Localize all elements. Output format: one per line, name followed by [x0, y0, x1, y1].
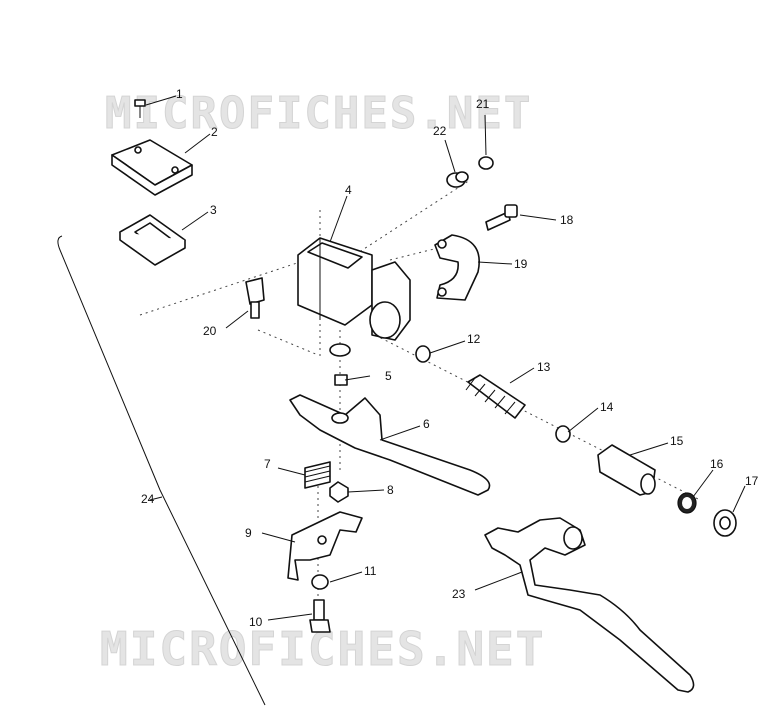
callout-17: 17 — [745, 474, 759, 488]
part-1-screw — [134, 99, 146, 118]
callout-18: 18 — [560, 213, 574, 227]
part-11-nut — [311, 574, 329, 590]
callout-5: 5 — [385, 369, 392, 383]
callout-3: 3 — [210, 203, 217, 217]
watermark-top: MICROFICHES.NET — [105, 88, 532, 139]
leader-lines — [145, 95, 746, 621]
assembly-bracket-24 — [57, 235, 266, 706]
callout-6: 6 — [423, 417, 430, 431]
callout-4: 4 — [345, 183, 352, 197]
part-19-clamp — [434, 234, 480, 301]
part-22-bleeder — [446, 171, 469, 188]
part-14-washer — [555, 425, 571, 443]
part-2-reservoir-cover — [111, 139, 193, 196]
callout-11: 11 — [364, 564, 377, 578]
part-13-spring — [465, 374, 526, 419]
callout-13: 13 — [537, 360, 551, 374]
callout-19: 19 — [514, 257, 528, 271]
callout-9: 9 — [245, 526, 252, 540]
part-23-lever-assembly — [484, 517, 695, 693]
callout-16: 16 — [710, 457, 724, 471]
part-18-bolt — [485, 204, 518, 231]
part-21-cap — [478, 156, 494, 170]
callout-23: 23 — [452, 587, 466, 601]
callout-8: 8 — [387, 483, 394, 497]
part-17-washer — [713, 509, 737, 537]
part-20-pivot-bolt — [245, 277, 265, 319]
callout-15: 15 — [670, 434, 684, 448]
callout-7: 7 — [264, 457, 271, 471]
part-4-master-cylinder-body — [297, 237, 411, 357]
part-7-spring — [304, 461, 331, 489]
part-16-o-ring — [677, 492, 697, 514]
part-10-bolt — [309, 599, 331, 633]
part-8-nut — [329, 481, 349, 503]
callout-labels: 1 2 3 4 5 6 7 8 9 10 11 12 13 14 15 16 1… — [141, 87, 759, 629]
callout-2: 2 — [211, 125, 218, 139]
callout-20: 20 — [203, 324, 217, 338]
callout-22: 22 — [433, 124, 447, 138]
callout-14: 14 — [600, 400, 614, 414]
callout-21: 21 — [476, 97, 490, 111]
alignment-lines — [139, 179, 701, 630]
callout-1: 1 — [176, 87, 183, 101]
callout-24: 24 — [141, 492, 155, 506]
part-3-diaphragm — [119, 214, 186, 266]
part-12-washer — [415, 345, 431, 363]
part-9-switch-bracket — [287, 511, 363, 581]
part-6-brake-lever — [289, 394, 491, 496]
callout-12: 12 — [467, 332, 481, 346]
callout-10: 10 — [249, 615, 263, 629]
part-15-piston — [597, 444, 656, 496]
